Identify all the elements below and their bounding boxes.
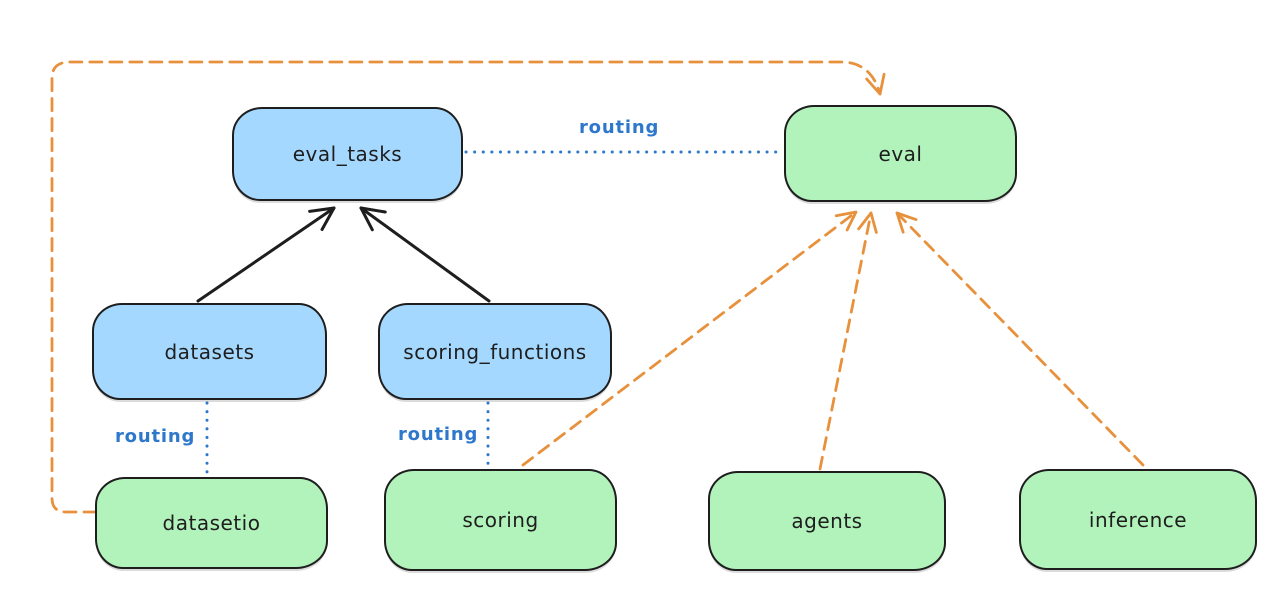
edge-inference-to-eval (895, 211, 1145, 467)
node-eval-tasks-label: eval_tasks (292, 142, 403, 166)
edge-scoring-functions-to-eval-tasks (359, 206, 491, 303)
edge-label-routing-mid: routing (398, 424, 479, 445)
node-scoring-functions[interactable]: scoring_functions (378, 303, 612, 400)
node-datasetio[interactable]: datasetio (95, 477, 328, 569)
node-eval[interactable]: eval (784, 105, 1017, 202)
node-inference[interactable]: inference (1019, 469, 1257, 570)
edge-label-routing-left: routing (115, 426, 196, 447)
edge-datasets-to-eval-tasks (196, 206, 336, 303)
node-scoring[interactable]: scoring (384, 469, 617, 571)
edge-datasetio-to-eval (50, 60, 886, 514)
edge-label-routing-top: routing (579, 117, 660, 138)
node-scoring-label: scoring (462, 508, 539, 532)
node-datasetio-label: datasetio (162, 511, 261, 535)
edge-scoring-to-eval (521, 210, 858, 467)
node-inference-label: inference (1088, 507, 1188, 532)
node-agents[interactable]: agents (708, 471, 946, 571)
node-agents-label: agents (791, 509, 863, 533)
node-datasets-label: datasets (164, 339, 255, 364)
edge-agents-to-eval (818, 211, 878, 471)
node-datasets[interactable]: datasets (92, 303, 327, 400)
node-eval-label: eval (878, 141, 923, 166)
node-scoring-functions-label: scoring_functions (403, 339, 587, 364)
node-eval-tasks[interactable]: eval_tasks (232, 107, 463, 201)
